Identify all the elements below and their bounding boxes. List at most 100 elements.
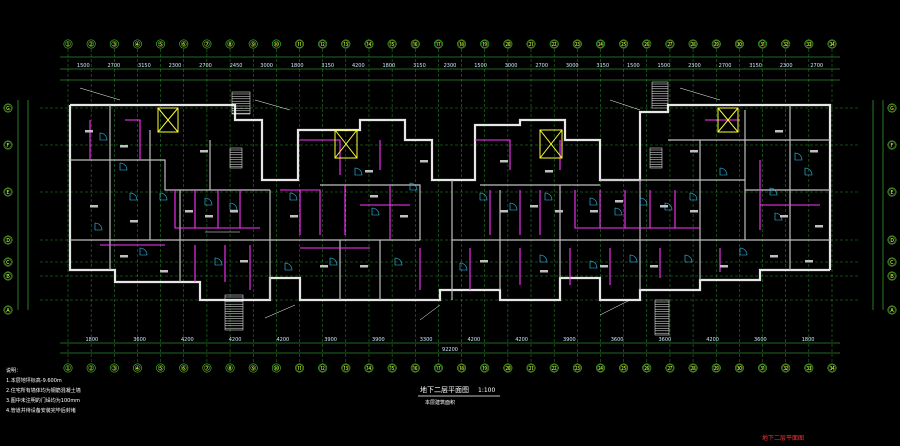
axis-label: Ⓕ	[5, 142, 12, 150]
door-swing	[371, 207, 380, 216]
axis-label: ②	[88, 41, 94, 49]
room-label	[775, 130, 783, 133]
axis-bubble	[132, 39, 142, 49]
axis-bubble	[225, 363, 235, 373]
door-swing	[459, 262, 468, 271]
axis-bubble	[665, 39, 675, 49]
axis-label: ㉚	[736, 41, 743, 49]
door-swing	[204, 197, 213, 206]
dimension-value: 3150	[321, 63, 334, 69]
dimension-value: 4200	[229, 337, 242, 343]
axis-label: ⑭	[365, 41, 372, 49]
room-label	[545, 170, 553, 173]
axis-label: ㉑	[528, 41, 535, 49]
axis-label: ②	[88, 365, 94, 373]
dimension-value: 2700	[199, 63, 212, 69]
axis-bubble	[887, 271, 897, 281]
axis-bubble	[781, 39, 791, 49]
axis-bubble	[781, 363, 791, 373]
stair-run	[649, 147, 663, 169]
dimension-value: 3000	[505, 63, 518, 69]
room-label	[205, 215, 213, 218]
axis-bubble	[3, 271, 13, 281]
axis-bubble	[156, 39, 166, 49]
room-label	[690, 150, 698, 153]
axis-bubble	[86, 39, 96, 49]
axis-bubble	[433, 39, 443, 49]
stair-run	[654, 299, 670, 336]
axis-bubble	[156, 363, 166, 373]
room-label	[230, 210, 238, 213]
sheet-label: 地下二层平面图	[762, 434, 804, 442]
partition-walls	[89, 119, 820, 290]
room-label	[130, 220, 138, 223]
axis-label: ⑧	[227, 365, 233, 373]
axis-bubble	[595, 39, 605, 49]
axis-bubble	[225, 39, 235, 49]
axis-bubble	[526, 363, 536, 373]
room-label	[90, 205, 98, 208]
axis-bubble	[3, 140, 13, 150]
general-notes: 说明： 1.本层地坪标高-9.600m 2.住宅所有墙体均为钢筋混凝土墙 3.图…	[6, 367, 81, 414]
room-label	[480, 260, 488, 263]
axis-label: ㉜	[782, 365, 789, 373]
dimension-value: 4200	[706, 337, 719, 343]
axis-bubble	[503, 363, 513, 373]
axis-label: ⑯	[412, 41, 419, 49]
axis-label: ⑬	[342, 41, 349, 49]
room-label	[770, 255, 778, 258]
axis-label: ⑪	[296, 365, 303, 373]
room-label	[615, 200, 623, 203]
door-swing	[629, 254, 638, 263]
axis-bubble	[295, 363, 305, 373]
axis-bubble	[271, 39, 281, 49]
axis-label: Ⓑ	[889, 273, 896, 281]
axis-bubble	[887, 235, 897, 245]
top-dimension-lines	[60, 56, 840, 81]
axis-label: ㉙	[713, 41, 720, 49]
dimension-value: 3600	[754, 337, 767, 343]
axis-bubble	[711, 363, 721, 373]
axis-bubble	[179, 39, 189, 49]
axis-label: ⑦	[204, 41, 210, 49]
door-swing	[589, 197, 598, 206]
axis-bubble	[3, 103, 13, 113]
door-swing	[509, 202, 518, 211]
dimension-value: 4200	[468, 337, 481, 343]
dimension-value: 4200	[352, 63, 365, 69]
door-swing	[739, 247, 748, 256]
axis-label: Ⓑ	[5, 273, 12, 281]
dimension-value: 3900	[324, 337, 337, 343]
room-label	[600, 265, 608, 268]
room-label	[500, 210, 508, 213]
axis-label: ㉝	[805, 365, 812, 373]
room-label	[370, 195, 378, 198]
axis-label: ㉔	[597, 41, 604, 49]
axis-label: ⑫	[319, 41, 326, 49]
axis-label: ㉞	[829, 41, 836, 49]
door-swing	[289, 192, 298, 201]
room-label	[120, 255, 128, 258]
dimension-value: 3150	[413, 63, 426, 69]
door-swing	[139, 247, 148, 256]
note-line: 1.本层地坪标高-9.600m	[6, 377, 62, 384]
axis-label: ⑤	[157, 365, 163, 373]
dimension-value: 2700	[107, 63, 120, 69]
axis-label: ①	[65, 365, 71, 373]
axis-bubble	[480, 39, 490, 49]
axis-label: ㉗	[666, 41, 673, 49]
dimension-value: 3900	[563, 337, 576, 343]
axis-bubble	[827, 363, 837, 373]
note-line: 2.住宅所有墙体均为钢筋混凝土墙	[6, 387, 81, 394]
dimension-value: 2700	[810, 63, 823, 69]
axis-bubble	[572, 363, 582, 373]
axis-bubble	[619, 39, 629, 49]
room-label	[120, 145, 128, 148]
axis-bubble	[202, 363, 212, 373]
dimension-value: 3600	[611, 337, 624, 343]
door-swing	[539, 254, 548, 263]
axis-bubble	[688, 39, 698, 49]
